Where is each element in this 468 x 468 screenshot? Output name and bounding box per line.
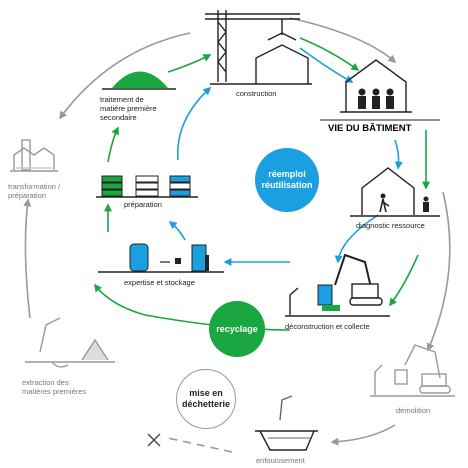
preparation-stacks-icon <box>96 175 198 198</box>
transformation-label: transformation / préparation <box>8 182 60 200</box>
enfouissement-label: enfouissement <box>256 456 305 465</box>
reemploi-circle: réemploi réutilisation <box>255 148 319 212</box>
demolition-label: démolition <box>396 406 431 415</box>
landfill-pit-icon <box>255 395 318 451</box>
construction-label: construction <box>236 89 277 98</box>
reemploi-label-1: réemploi <box>268 169 306 179</box>
deconstruction-label: déconstruction et collecte <box>285 322 370 331</box>
traitement-line-2: matière première <box>100 104 157 113</box>
diagnostic-house-icon <box>350 167 440 217</box>
building-occupants-icon <box>340 59 412 113</box>
storage-icon <box>98 243 224 273</box>
vie-batiment-label: VIE DU BÂTIMENT <box>328 123 412 134</box>
decheterie-label-2: déchetterie <box>181 399 231 409</box>
reemploi-label-2: réutilisation <box>261 180 313 190</box>
secondary-material-pile-icon <box>102 71 176 90</box>
demolition-excavator-icon <box>370 344 455 397</box>
traitement-line-3: secondaire <box>100 113 137 122</box>
extraction-digger-icon <box>25 317 115 368</box>
decheterie-label-1: mise en <box>189 388 223 398</box>
recyclage-label: recyclage <box>216 323 258 334</box>
deconstruction-excavator-icon <box>285 253 390 317</box>
factory-icon <box>10 139 58 172</box>
traitement-label: traitement de matière première secondair… <box>100 95 157 122</box>
preparation-label: préparation <box>124 200 162 209</box>
transformation-line-1: transformation / <box>8 182 61 191</box>
traitement-line-1: traitement de <box>100 95 144 104</box>
transformation-line-2: préparation <box>8 191 46 200</box>
extraction-label: extraction des matières premières <box>22 378 86 396</box>
extraction-line-1: extraction des <box>22 378 69 387</box>
outer-cycle-arrows <box>23 17 451 453</box>
decheterie-circle: mise en déchetterie <box>176 369 236 429</box>
expertise-label: expertise et stockage <box>124 278 195 287</box>
blue-arrows <box>168 47 403 266</box>
extraction-line-2: matières premières <box>22 387 87 396</box>
diagnostic-label: diagnostic ressource <box>356 221 425 230</box>
recyclage-circle: recyclage <box>209 301 265 357</box>
end-cross-icon <box>147 433 161 447</box>
construction-crane-icon <box>205 10 312 85</box>
